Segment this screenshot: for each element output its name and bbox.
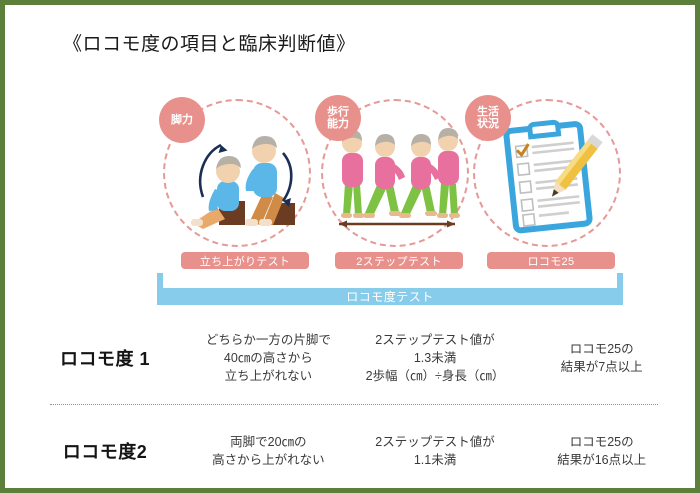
test-pill-locomo25-label: ロコモ25 xyxy=(527,255,575,268)
row1-cell-standing-line2: 40㎝の高さから xyxy=(223,351,313,365)
row1-cell-two-step-line1: 2ステップテスト値が xyxy=(375,333,495,347)
row2-cell-standing-line1: 両脚で20㎝の xyxy=(230,434,307,449)
illustration-band: 脚力 xyxy=(155,87,625,247)
row1-cell-standing-line3: 立ち上がれない xyxy=(224,369,313,383)
row2-cell-locomo25: ロコモ25の 結果が16点以上 xyxy=(518,433,685,469)
row1-cell-two-step: 2ステップテスト値が 1.3未満 2歩幅（㎝）÷身長（㎝） xyxy=(352,331,519,385)
badge-living-situation-label: 生活 状況 xyxy=(477,105,499,131)
table-row: ロコモ度2 両脚で20㎝の 高さから上がれない 2ステップテスト値が 1.1未満… xyxy=(25,423,685,478)
standing-up-test-illustration xyxy=(191,136,295,229)
test-pill-standing-label: 立ち上がりテスト xyxy=(199,255,291,268)
page-title: 《ロコモ度の項目と臨床判断値》 xyxy=(63,34,356,55)
badge-living-situation: 生活 状況 xyxy=(465,95,511,141)
group-bar-label: ロコモ度テスト xyxy=(346,290,434,304)
row2-cell-standing: 両脚で20㎝の 高さから上がれない xyxy=(185,433,352,469)
row1-cell-locomo25: ロコモ25の 結果が7点以上 xyxy=(518,340,685,376)
badge-walking-ability-label: 歩行 能力 xyxy=(327,105,349,131)
row1-cell-standing-line1: どちらか一方の片脚で xyxy=(205,333,331,347)
grade-label-2: ロコモ度2 xyxy=(62,441,148,462)
row2-cell-standing-line2: 高さから上がれない xyxy=(212,452,325,467)
row1-cell-two-step-line2: 1.3未満 xyxy=(413,351,457,365)
grade-label-1: ロコモ度 1 xyxy=(59,349,150,369)
test-pill-two-step-label: 2ステップテスト xyxy=(356,255,442,268)
badge-walking-ability: 歩行 能力 xyxy=(315,95,361,141)
test-pill-standing[interactable]: 立ち上がりテスト xyxy=(181,252,309,269)
test-pill-locomo25[interactable]: ロコモ25 xyxy=(487,252,615,269)
row1-cell-two-step-line3: 2歩幅（㎝）÷身長（㎝） xyxy=(365,369,505,383)
row2-cell-locomo25-line2: 結果が16点以上 xyxy=(557,452,647,467)
row2-cell-locomo25-line1: ロコモ25の xyxy=(569,434,634,449)
two-step-walking-illustration xyxy=(339,128,460,228)
row1-cell-locomo25-line1: ロコモ25の xyxy=(569,342,634,356)
dashed-circle-2 xyxy=(321,99,469,247)
row2-cell-two-step: 2ステップテスト値が 1.1未満 xyxy=(352,433,519,469)
badge-leg-strength-label: 脚力 xyxy=(171,113,193,126)
table-row: ロコモ度 1 どちらか一方の片脚で 40㎝の高さから 立ち上がれない 2ステップ… xyxy=(25,323,685,393)
row1-cell-standing: どちらか一方の片脚で 40㎝の高さから 立ち上がれない xyxy=(185,331,352,385)
group-bar: ロコモ度テスト xyxy=(157,288,623,305)
badge-leg-strength: 脚力 xyxy=(159,97,205,143)
dashed-circle-3 xyxy=(473,99,621,247)
clipboard-questionnaire-illustration xyxy=(503,119,603,234)
dashed-circle-1 xyxy=(163,99,311,247)
row-divider xyxy=(50,404,658,405)
row2-cell-two-step-line1: 2ステップテスト値が xyxy=(375,434,495,449)
row1-cell-locomo25-line2: 結果が7点以上 xyxy=(560,360,643,374)
row2-cell-two-step-line2: 1.1未満 xyxy=(413,452,457,467)
test-pill-two-step[interactable]: 2ステップテスト xyxy=(335,252,463,269)
